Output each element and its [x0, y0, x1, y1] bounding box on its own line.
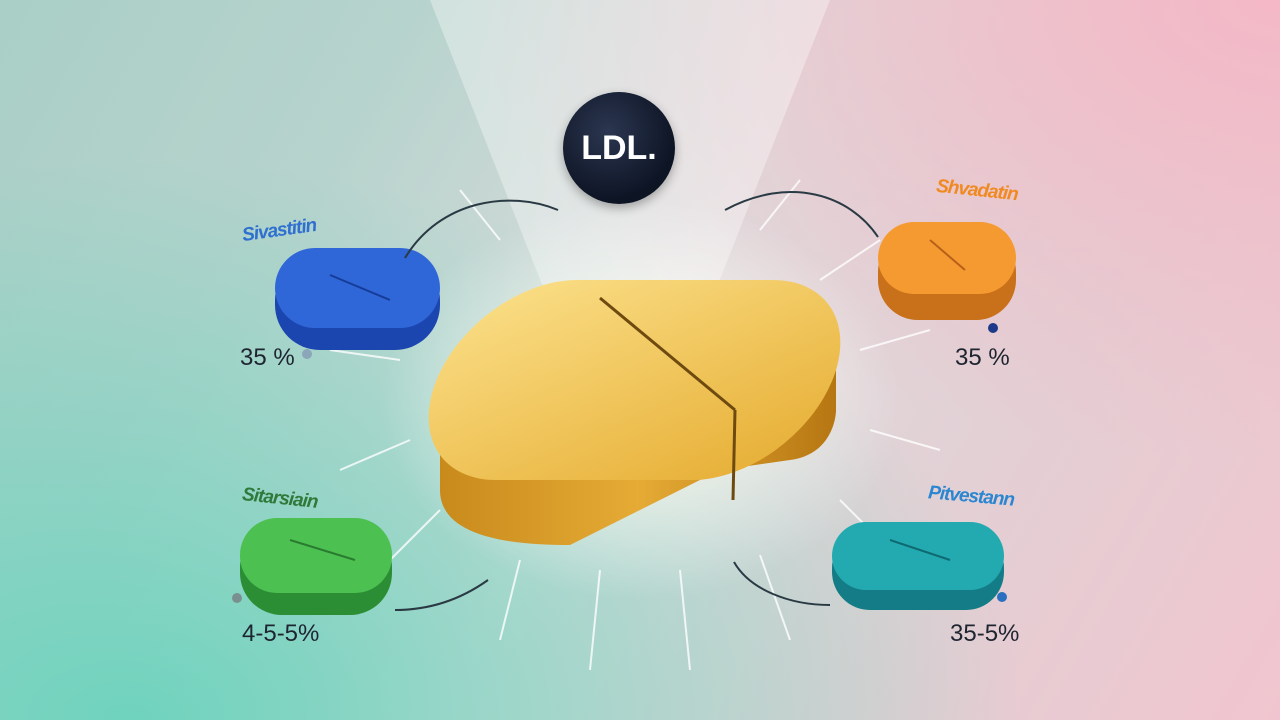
dot-icon [302, 349, 312, 359]
percent-teal: 35-5% [950, 620, 1020, 647]
pill-blue [275, 248, 440, 350]
main-pill [428, 280, 841, 545]
pill-orange [878, 222, 1016, 320]
dot-icon [997, 592, 1007, 602]
pill-teal [832, 522, 1004, 610]
pill-green [240, 518, 392, 615]
rays [329, 179, 941, 671]
dot-icon [988, 323, 998, 333]
percent-blue: 35 % [240, 344, 295, 371]
arrows [394, 191, 879, 611]
ldl-badge: LDL. [563, 92, 675, 204]
percent-orange: 35 % [955, 344, 1010, 371]
dot-icon [232, 593, 242, 603]
percent-green: 4-5-5% [242, 620, 320, 647]
